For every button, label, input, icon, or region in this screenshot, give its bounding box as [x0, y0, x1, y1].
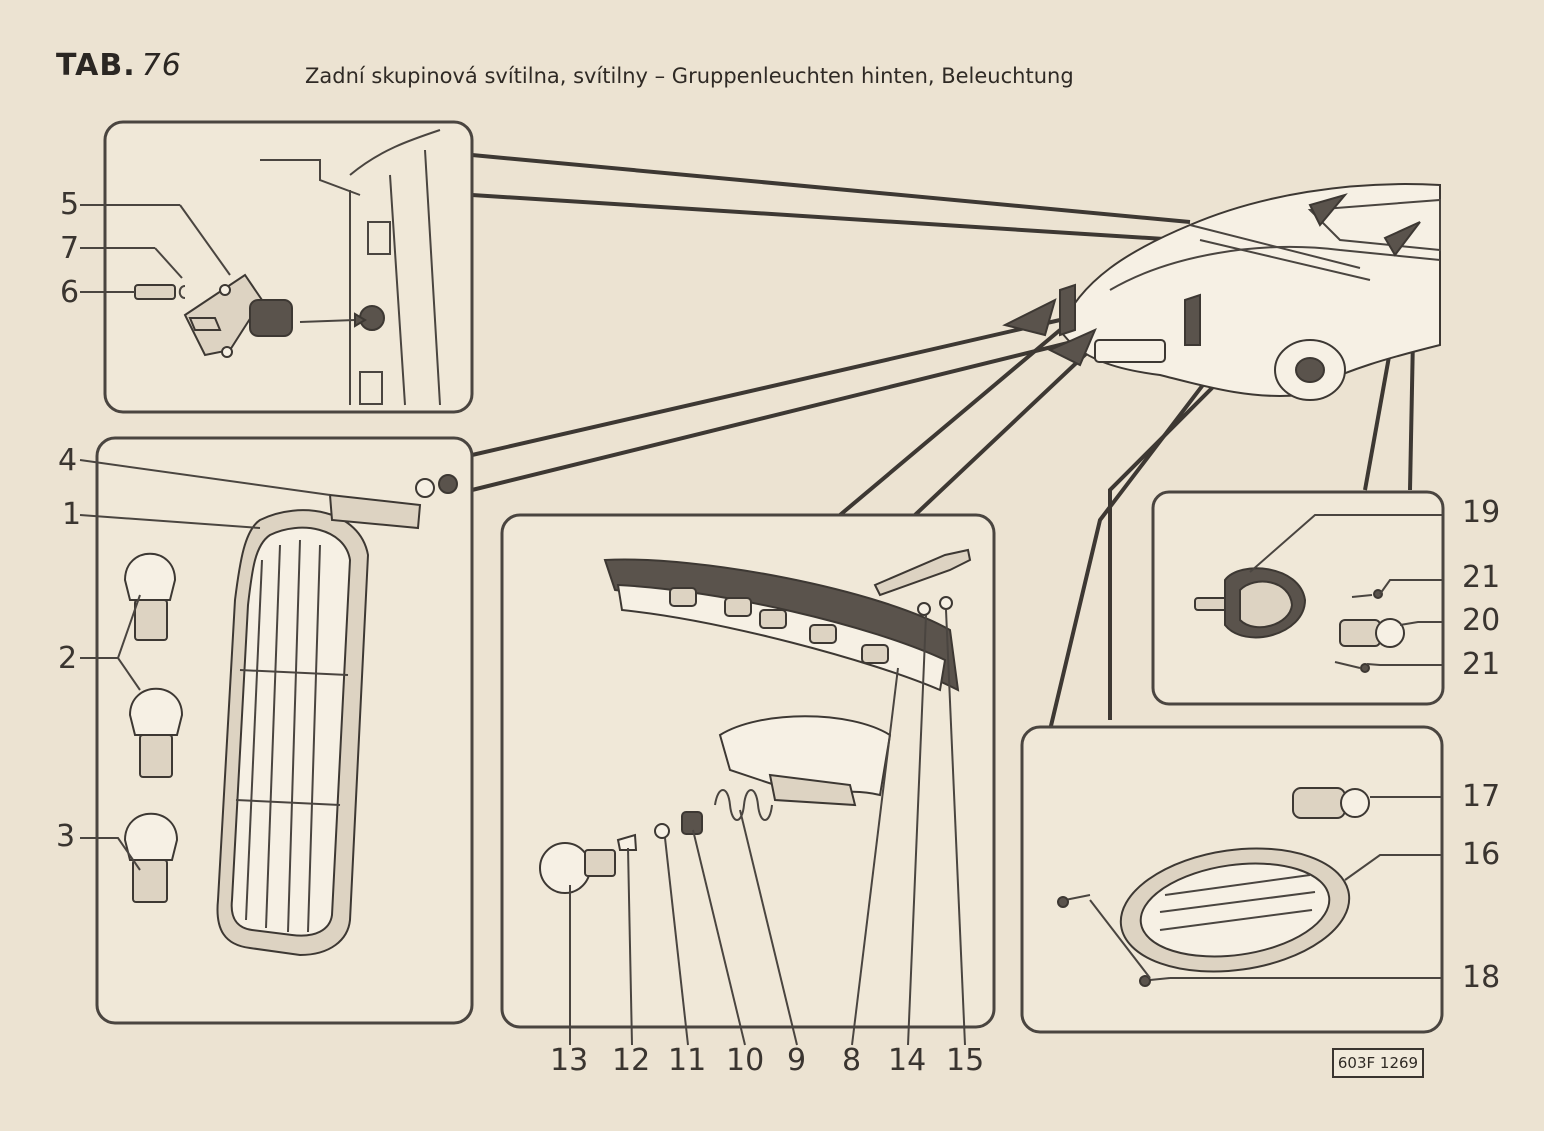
spring-icon: [714, 789, 773, 821]
callout-10: 10: [726, 1043, 765, 1078]
callout-12: 12: [612, 1043, 651, 1078]
bulb-icon: [1292, 787, 1370, 819]
callout-4: 4: [58, 443, 78, 478]
callout-15: 15: [946, 1043, 985, 1078]
bulb-icon: [123, 812, 179, 903]
panel-connector-lines: [471, 153, 1417, 731]
car-illustration: [1002, 183, 1441, 401]
panel-lamp-socket-mount: [80, 120, 474, 414]
callout-21-bottom: 21: [1462, 647, 1501, 682]
bulb-icon: [123, 552, 177, 641]
callout-3: 3: [56, 819, 76, 854]
bulb-icon: [1339, 618, 1405, 648]
page-title: Zadní skupinová svítilna, svítilny – Gru…: [305, 64, 1074, 88]
callout-8: 8: [842, 1043, 862, 1078]
tab-prefix: TAB.: [56, 48, 136, 83]
panel-oval-lamp: [1020, 725, 1444, 1034]
drawing-code-box: 603F 1269: [1332, 1048, 1424, 1078]
lamp-ribs: [245, 539, 321, 933]
callout-6: 6: [60, 275, 80, 310]
tab-number: 76: [141, 48, 182, 83]
callout-17: 17: [1462, 779, 1501, 814]
panel-lamp-holder: [500, 513, 996, 1046]
bulb-icon: [128, 687, 184, 778]
callout-1: 1: [62, 497, 82, 532]
socket-row: [669, 587, 889, 664]
panel-rear-lamp: [79, 436, 474, 1025]
bulb-icon: [539, 842, 616, 894]
callout-11: 11: [668, 1043, 707, 1078]
callout-5: 5: [60, 187, 80, 222]
callout-21-top: 21: [1462, 560, 1501, 595]
callout-20: 20: [1462, 603, 1501, 638]
callout-13: 13: [550, 1043, 589, 1078]
callout-14: 14: [888, 1043, 927, 1078]
callout-2: 2: [58, 641, 78, 676]
callout-7: 7: [60, 231, 80, 266]
tab-label: TAB.76: [56, 48, 182, 83]
panel-interior-lamp: [1151, 490, 1445, 706]
callout-19: 19: [1462, 495, 1501, 530]
lens-ribs: [1159, 874, 1316, 931]
callout-18: 18: [1462, 960, 1501, 995]
callout-9: 9: [787, 1043, 807, 1078]
callout-16: 16: [1462, 837, 1501, 872]
